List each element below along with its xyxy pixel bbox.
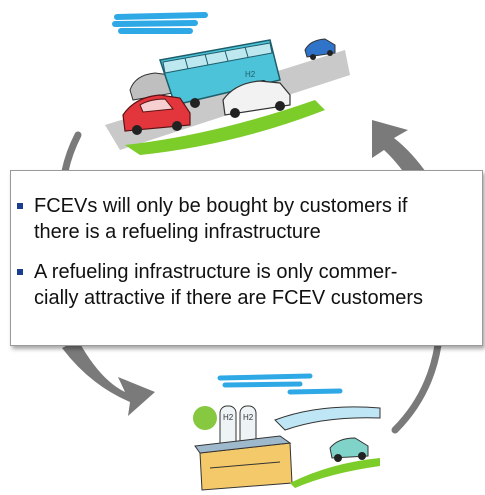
cycle-arc-right [391, 341, 442, 434]
tank-label: H2 [223, 413, 234, 422]
bullet-square-icon [17, 269, 23, 275]
bullet-square-icon [17, 203, 23, 209]
bus: H2 [159, 39, 281, 108]
sky-streaks [217, 373, 343, 395]
road-traffic-illustration: H2 [95, 5, 355, 165]
svg-text:H2: H2 [245, 70, 256, 79]
hydrogen-station-illustration: H2 H2 [180, 368, 390, 493]
station-car [329, 437, 369, 462]
blue-car [304, 38, 336, 60]
white-car [222, 80, 291, 118]
tank-label: H2 [243, 413, 254, 422]
bullet-line: cially attractive if there are FCEV cust… [34, 287, 424, 309]
bullet-line: FCEVs will only be bought by customers i… [34, 195, 408, 217]
arrow-upper-right [372, 120, 428, 178]
bullet-item: FCEVs will only be bought by customers i… [11, 193, 482, 245]
arrow-lower-left [62, 340, 155, 416]
text-box: FCEVs will only be bought by customers i… [10, 170, 483, 346]
bullet-item: A refueling infrastructure is only comme… [11, 259, 482, 311]
grass [290, 458, 380, 488]
bullet-line: A refueling infrastructure is only comme… [34, 261, 398, 283]
station-canopy [274, 406, 381, 431]
bullet-line: there is a refueling infrastructure [34, 221, 321, 243]
tree [193, 406, 217, 430]
bullet-list: FCEVs will only be bought by customers i… [11, 171, 482, 311]
red-car [122, 94, 191, 135]
grass [125, 100, 325, 155]
station-building [194, 435, 293, 491]
sky-streaks [112, 12, 208, 34]
